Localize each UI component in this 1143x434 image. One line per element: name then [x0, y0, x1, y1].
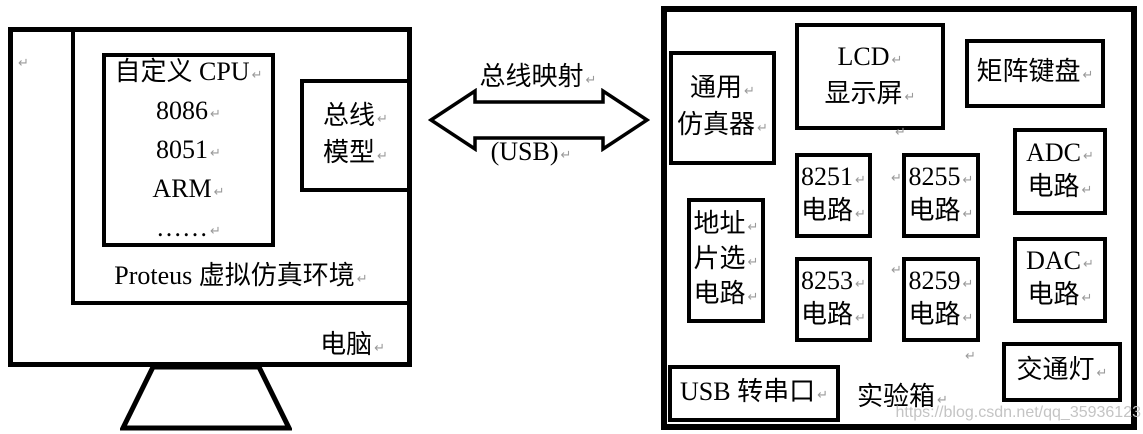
adc-circuit-box: ADC↵ 电路↵ [1013, 128, 1107, 215]
computer-label: 电脑↵ [320, 330, 385, 359]
pilcrow-icon: ↵ [855, 310, 866, 326]
pilcrow-icon: ↵ [560, 148, 572, 163]
pilcrow-icon: ↵ [937, 393, 948, 408]
pilcrow-icon: ↵ [1096, 366, 1108, 381]
pilcrow-icon: ↵ [891, 52, 903, 68]
box-line: 电路↵ [1027, 280, 1093, 309]
matrix-keyboard-box: 矩阵键盘↵ [965, 39, 1105, 108]
pilcrow-icon: ↵ [747, 220, 759, 235]
circuit-8253-box: 8253↵ 电路↵ [795, 257, 872, 342]
experiment-box-frame: 通用↵ 仿真器↵ LCD↵ 显示屏↵ 矩阵键盘↵ 8251↵ 电路↵ 8255↵… [661, 6, 1137, 430]
box-line: 电路↵ [693, 279, 759, 308]
traffic-light-box: 交通灯↵ [1002, 342, 1122, 402]
pilcrow-icon: ↵ [213, 184, 225, 200]
address-chip-select-box: 地址↵ 片选↵ 电路↵ [687, 198, 765, 323]
paragraph-mark: ↵ [16, 55, 29, 73]
box-line: 交通灯↵ [1016, 355, 1108, 384]
pilcrow-icon: ↵ [747, 290, 759, 305]
box-line: ADC↵ [1026, 137, 1094, 167]
proteus-environment-label: Proteus 虚拟仿真环境↵ [114, 261, 368, 290]
pilcrow-icon: ↵ [1083, 148, 1094, 164]
pilcrow-icon: ↵ [377, 148, 388, 164]
pilcrow-icon: ↵ [757, 121, 768, 136]
bus-mapping-label: 总线映射↵ [479, 62, 597, 91]
cpu-line-8086: 8086↵ [156, 95, 221, 125]
box-line: 电路↵ [801, 299, 866, 329]
double-arrow-icon [428, 88, 650, 152]
pilcrow-icon: ↵ [210, 106, 221, 122]
cpu-list-box: 自定义 CPU↵ 8086↵ 8051↵ ARM↵ ……↵ [102, 53, 275, 247]
cpu-line-arm: ARM↵ [152, 173, 225, 203]
box-line: 电路↵ [801, 195, 866, 225]
box-line: LCD↵ [837, 41, 903, 71]
paragraph-mark: ↵ [893, 124, 906, 142]
box-line: 8255↵ [908, 161, 974, 191]
paragraph-mark: ↵ [889, 170, 902, 188]
paragraph-mark: ↵ [889, 262, 902, 280]
csdn-watermark: https://blog.csdn.net/qq_35936123 [895, 404, 1141, 421]
pilcrow-icon: ↵ [891, 171, 902, 186]
pilcrow-icon: ↵ [965, 349, 976, 364]
box-line: 通用↵ [690, 73, 755, 102]
pilcrow-icon: ↵ [1081, 291, 1093, 306]
lcd-display-box: LCD↵ 显示屏↵ [795, 23, 945, 130]
experiment-box-label: 实验箱↵ [857, 382, 948, 411]
pilcrow-icon: ↵ [747, 255, 759, 270]
pilcrow-icon: ↵ [210, 145, 221, 161]
pilcrow-icon: ↵ [904, 89, 916, 105]
box-line: 矩阵键盘↵ [976, 56, 1094, 86]
usb-to-serial-box: USB 转串口↵ [668, 365, 840, 422]
pilcrow-icon: ↵ [962, 206, 974, 222]
pilcrow-icon: ↵ [251, 67, 263, 83]
pilcrow-icon: ↵ [1083, 257, 1094, 272]
pilcrow-icon: ↵ [891, 263, 902, 278]
box-line: USB 转串口↵ [680, 376, 828, 406]
pilcrow-icon: ↵ [356, 272, 368, 287]
pilcrow-icon: ↵ [585, 73, 597, 88]
bus-model-line: 总线↵ [323, 100, 388, 130]
box-line: 仿真器↵ [677, 110, 768, 139]
circuit-8251-box: 8251↵ 电路↵ [795, 153, 872, 238]
box-line: 电路↵ [1027, 171, 1093, 201]
pilcrow-icon: ↵ [895, 125, 906, 140]
usb-label: (USB)↵ [490, 137, 572, 166]
pilcrow-icon: ↵ [377, 111, 388, 127]
pilcrow-icon: ↵ [962, 310, 974, 326]
circuit-8259-box: 8259↵ 电路↵ [902, 257, 980, 342]
box-line: 电路↵ [908, 299, 974, 329]
bus-model-line: 模型↵ [323, 137, 388, 167]
pilcrow-icon: ↵ [1081, 182, 1093, 198]
bus-model-box: 总线↵ 模型↵ [300, 79, 407, 192]
pilcrow-icon: ↵ [374, 341, 385, 356]
box-line: 电路↵ [908, 195, 974, 225]
pilcrow-icon: ↵ [744, 84, 755, 99]
pilcrow-icon: ↵ [1082, 67, 1094, 83]
box-line: 8259↵ [908, 265, 974, 295]
paragraph-mark: ↵ [963, 348, 976, 366]
box-line: 片选↵ [693, 244, 759, 273]
circuit-8255-box: 8255↵ 电路↵ [902, 153, 980, 238]
box-line: 显示屏↵ [824, 78, 916, 108]
cpu-line-ellipsis: ……↵ [156, 212, 221, 242]
proteus-environment-box: 自定义 CPU↵ 8086↵ 8051↵ ARM↵ ……↵ 总线↵ 模型↵ Pr… [71, 32, 407, 305]
pilcrow-icon: ↵ [817, 387, 828, 403]
pilcrow-icon: ↵ [855, 206, 866, 222]
computer-monitor-frame: ↵ 自定义 CPU↵ 8086↵ 8051↵ ARM↵ ……↵ 总线↵ 模型↵ … [8, 27, 412, 367]
pilcrow-icon: ↵ [18, 56, 29, 71]
pilcrow-icon: ↵ [962, 276, 974, 292]
box-line: 地址↵ [693, 209, 759, 238]
box-line: 8251↵ [801, 161, 866, 191]
dac-circuit-box: DAC↵ 电路↵ [1013, 237, 1107, 323]
universal-emulator-box: 通用↵ 仿真器↵ [669, 51, 776, 165]
monitor-stand [120, 364, 292, 431]
pilcrow-icon: ↵ [855, 276, 866, 292]
pilcrow-icon: ↵ [962, 172, 974, 188]
cpu-line-8051: 8051↵ [156, 134, 221, 164]
cpu-line-custom: 自定义 CPU↵ [114, 56, 263, 86]
pilcrow-icon: ↵ [210, 223, 221, 239]
box-line: DAC↵ [1026, 246, 1094, 275]
pilcrow-icon: ↵ [855, 172, 866, 188]
box-line: 8253↵ [801, 265, 866, 295]
